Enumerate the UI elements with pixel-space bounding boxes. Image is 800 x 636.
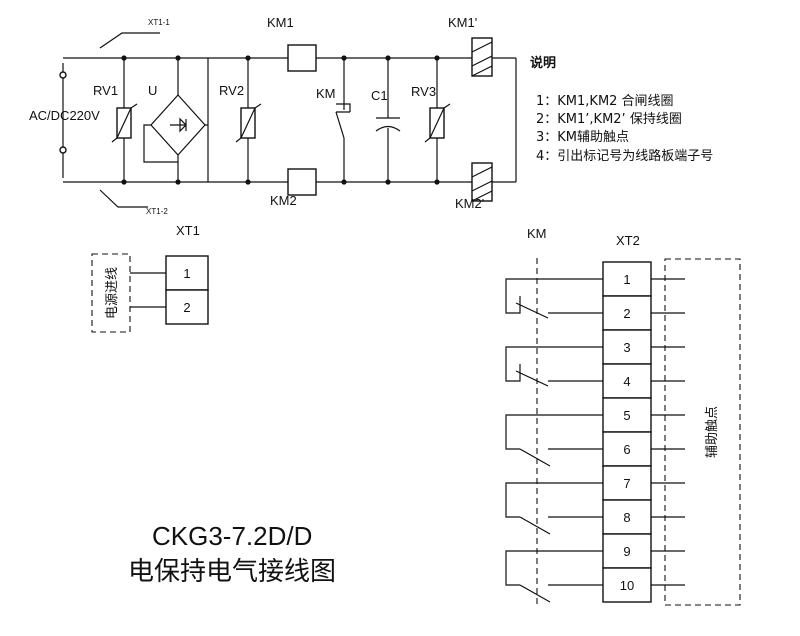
- aux-contact-9-10: [505, 550, 603, 603]
- xt2-terminal-number: 5: [623, 408, 630, 423]
- node-dot: [434, 179, 440, 185]
- node-dot: [341, 55, 347, 61]
- main-circuit: [59, 32, 517, 208]
- node-dot: [121, 55, 127, 61]
- xt1-1-leader: [99, 32, 160, 49]
- km-contact: [335, 103, 351, 139]
- km2p-coil: [471, 162, 493, 202]
- km1p-coil-hatch: [471, 41, 493, 77]
- note-item: 1：KM1,KM2 合闸线圈: [536, 94, 674, 109]
- label-xt1-1: XT1-1: [148, 18, 170, 27]
- label-power-in: 电源进线: [105, 267, 120, 319]
- label-c1: C1: [371, 88, 388, 103]
- node-dot: [175, 179, 181, 185]
- xt2-terminal: [602, 431, 652, 467]
- label-km-aux: KM: [527, 226, 547, 241]
- label-km1p: KM1': [448, 15, 477, 30]
- xt1-terminal: [165, 289, 209, 325]
- km1p-coil: [471, 37, 493, 77]
- xt2-terminal-number: 3: [623, 340, 630, 355]
- aux-contacts-dashed-box: [664, 258, 741, 606]
- title-model: CKG3-7.2D/D: [152, 521, 312, 551]
- node-dot: [385, 179, 391, 185]
- aux-contact-5-6: [505, 414, 603, 467]
- rv3-slash: [424, 103, 451, 143]
- xt1-block: XT1 电源进线 1 2: [91, 223, 209, 333]
- xt2-terminal-number: 6: [623, 442, 630, 457]
- km2p-coil-hatch: [471, 166, 493, 202]
- note-item: 2：KM1’,KM2’ 保持线圈: [536, 112, 682, 127]
- node-dot: [121, 179, 127, 185]
- label-aux-contacts: 辅助触点: [705, 406, 720, 458]
- supply-terminal-top: [59, 71, 67, 79]
- aux-contact-7-8: [505, 482, 603, 535]
- xt2-terminal-number: 4: [623, 374, 630, 389]
- node-dot: [245, 55, 251, 61]
- xt1-terminal: [165, 255, 209, 291]
- label-km1: KM1: [267, 15, 294, 30]
- label-xt2: XT2: [616, 233, 640, 248]
- label-km: KM: [316, 86, 336, 101]
- xt2-terminal-number: 2: [623, 306, 630, 321]
- xt2-terminal-number: 8: [623, 510, 630, 525]
- xt1-terminal-number: 1: [183, 266, 190, 281]
- c1-capacitor: [375, 125, 401, 132]
- xt2-block: KM XT2 辅助触点 1 2 3 4 5 6 7 8 9 10: [505, 226, 741, 606]
- label-xt1: XT1: [176, 223, 200, 238]
- xt2-output-wires: [651, 278, 685, 586]
- label-u: U: [148, 83, 157, 98]
- xt1-wires: [130, 272, 166, 308]
- rv1-slash: [111, 103, 138, 143]
- xt2-terminal-number: 9: [623, 544, 630, 559]
- node-dot: [245, 179, 251, 185]
- node-dot: [434, 55, 440, 61]
- notes-heading: 说明: [530, 55, 556, 71]
- label-km2: KM2: [270, 193, 297, 208]
- label-km2p: KM2': [455, 196, 484, 211]
- title-name: 电保持电气接线图: [128, 556, 336, 586]
- label-rv1: RV1: [93, 83, 118, 98]
- aux-contact-3-4: [505, 346, 603, 387]
- power-in-dashed-box: [91, 253, 131, 333]
- aux-contact-1-2: [505, 278, 603, 319]
- xt2-terminal: [602, 465, 652, 501]
- xt1-terminal-number: 2: [183, 300, 190, 315]
- bridge-rectifier: [150, 94, 206, 156]
- note-item: 3：KM辅助触点: [536, 130, 629, 145]
- xt2-terminal: [602, 567, 652, 603]
- label-supply: AC/DC220V: [29, 108, 100, 123]
- xt2-terminal-number: 7: [623, 476, 630, 491]
- xt1-2-leader: [99, 189, 148, 208]
- bridge-dc-wire: [143, 124, 208, 163]
- node-dot: [341, 179, 347, 185]
- label-xt1-2: XT1-2: [146, 207, 168, 216]
- label-rv2: RV2: [219, 83, 244, 98]
- notes-block: 说明 1：KM1,KM2 合闸线圈 2：KM1’,KM2’ 保持线圈 3：KM辅…: [530, 55, 713, 164]
- supply-terminal-bottom: [59, 146, 67, 154]
- xt2-terminal-number: 1: [623, 272, 630, 287]
- diode-symbol: [170, 117, 187, 133]
- km1-coil: [287, 44, 317, 72]
- rv2-slash: [235, 103, 262, 143]
- km2-coil: [287, 168, 317, 196]
- node-dot: [385, 55, 391, 61]
- node-dot: [175, 55, 181, 61]
- xt2-terminal-number: 10: [620, 578, 634, 593]
- xt2-terminal: [602, 363, 652, 399]
- c1-wire: [376, 58, 400, 182]
- note-item: 4：引出标记号为线路板端子号: [536, 148, 713, 164]
- label-rv3: RV3: [411, 84, 436, 99]
